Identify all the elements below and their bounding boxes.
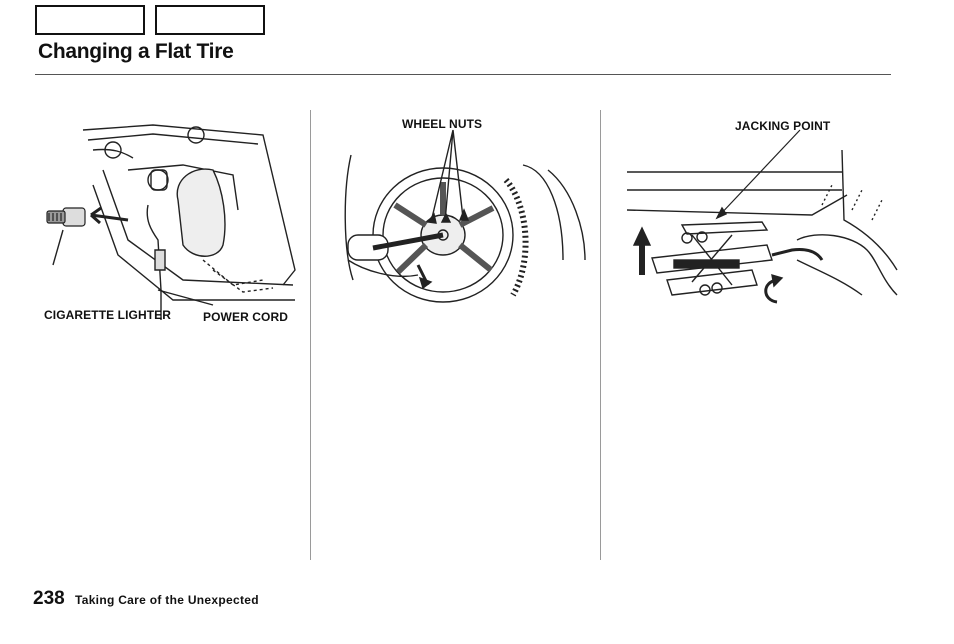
page-title: Changing a Flat Tire xyxy=(38,40,234,63)
title-rule xyxy=(35,74,891,75)
cigarette-lighter-illustration xyxy=(33,110,305,330)
nav-next-button[interactable] xyxy=(155,5,265,35)
wheel-nuts-label: WHEEL NUTS xyxy=(402,117,483,131)
column-divider xyxy=(600,110,601,560)
wheel-nuts-illustration xyxy=(323,110,593,325)
page-number: 238 xyxy=(33,588,65,609)
jacking-point-label: JACKING POINT xyxy=(735,119,831,133)
power-cord-label: POWER CORD xyxy=(203,310,288,324)
section-name: Taking Care of the Unexpected xyxy=(75,593,259,607)
cigarette-lighter-label: CIGARETTE LIGHTER xyxy=(44,308,172,322)
column-divider xyxy=(310,110,311,560)
jacking-point-illustration xyxy=(612,110,904,315)
nav-prev-button[interactable] xyxy=(35,5,145,35)
